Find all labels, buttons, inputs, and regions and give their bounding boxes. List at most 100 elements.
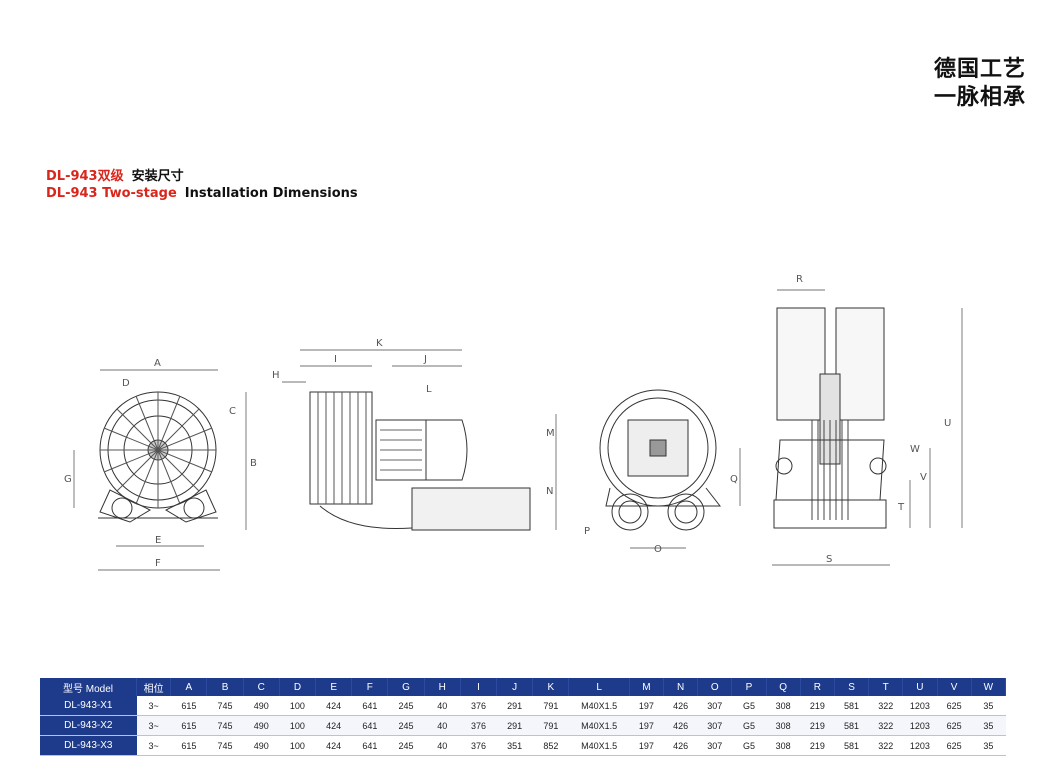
table-cell: 100 xyxy=(279,696,316,716)
column-header: S xyxy=(834,678,870,696)
table-cell: 625 xyxy=(937,735,972,756)
table-cell: 426 xyxy=(663,696,698,716)
dim-label-J: J xyxy=(423,354,427,365)
column-header: R xyxy=(800,678,835,696)
table-cell: 307 xyxy=(697,696,732,716)
table-cell: 615 xyxy=(170,735,207,756)
table-cell: 426 xyxy=(663,735,698,756)
dim-label-S: S xyxy=(826,554,832,565)
column-header: A xyxy=(170,678,208,696)
table-cell: 745 xyxy=(206,715,244,736)
heading-model-cn: DL-943双级 xyxy=(46,169,124,184)
table-cell: 625 xyxy=(937,715,972,736)
heading-title-en: Installation Dimensions xyxy=(184,186,358,201)
table-cell: 490 xyxy=(243,735,280,756)
table-cell: 1203 xyxy=(902,696,937,716)
table-cell: 490 xyxy=(243,715,280,736)
table-cell: M40X1.5 xyxy=(568,696,630,716)
model-cell: DL-943-X3 xyxy=(40,735,137,756)
slogan: 德国工艺 一脉相承 xyxy=(934,56,1026,112)
rear-view xyxy=(599,389,722,531)
dim-label-K: K xyxy=(376,338,383,349)
dim-label-V: V xyxy=(920,472,927,483)
column-header: F xyxy=(351,678,389,696)
table-cell: 307 xyxy=(697,715,732,736)
table-cell: 308 xyxy=(766,715,801,736)
dim-label-W: W xyxy=(910,444,920,455)
column-header: H xyxy=(424,678,461,696)
installation-drawing: A D C B G E F K I J H L M N Q P O R W U … xyxy=(64,274,963,571)
table-cell: 581 xyxy=(834,696,869,716)
dim-label-O: O xyxy=(654,544,662,555)
table-cell: 641 xyxy=(351,696,388,716)
table-cell: 376 xyxy=(460,735,497,756)
column-header: K xyxy=(532,678,570,696)
column-header: P xyxy=(731,678,767,696)
column-header: B xyxy=(206,678,244,696)
table-cell: 351 xyxy=(496,735,533,756)
table-cell: M40X1.5 xyxy=(568,735,630,756)
table-cell: 615 xyxy=(170,696,207,716)
table-cell: 40 xyxy=(424,696,461,716)
table-cell: 197 xyxy=(629,696,664,716)
column-header: 型号 Model xyxy=(40,678,138,696)
dimension-labels: A D C B G E F K I J H L M N Q P O R W U … xyxy=(64,274,951,569)
table-cell: 1203 xyxy=(902,715,937,736)
table-cell: 291 xyxy=(496,715,533,736)
dim-label-A: A xyxy=(154,358,161,369)
heading-english: DL-943 Two-stage Installation Dimensions xyxy=(46,186,358,201)
dim-label-I: I xyxy=(334,354,337,365)
table-cell: 35 xyxy=(971,735,1006,756)
heading-model-en: DL-943 Two-stage xyxy=(46,186,177,201)
dimension-lines xyxy=(73,289,963,571)
table-cell: 308 xyxy=(766,735,801,756)
table-cell: 641 xyxy=(351,715,388,736)
table-cell: 100 xyxy=(279,735,316,756)
end-view xyxy=(773,307,887,529)
dim-label-C: C xyxy=(229,406,236,417)
table-cell: 424 xyxy=(315,715,352,736)
table-cell: 376 xyxy=(460,715,497,736)
column-header: L xyxy=(568,678,630,696)
table-cell: 745 xyxy=(206,735,244,756)
column-header: G xyxy=(387,678,425,696)
dim-label-D: D xyxy=(122,378,130,389)
table-cell: 581 xyxy=(834,715,869,736)
table-cell: 197 xyxy=(629,735,664,756)
column-header: T xyxy=(868,678,904,696)
table-cell: 376 xyxy=(460,696,497,716)
table-cell: G5 xyxy=(731,735,767,756)
dim-label-T: T xyxy=(897,502,905,513)
column-header: M xyxy=(629,678,665,696)
table-cell: 322 xyxy=(868,696,903,716)
column-header: I xyxy=(460,678,498,696)
column-header: C xyxy=(243,678,280,696)
table-cell: 424 xyxy=(315,696,352,716)
table-cell: 745 xyxy=(206,696,244,716)
table-cell: 308 xyxy=(766,696,801,716)
dim-label-N: N xyxy=(546,486,553,497)
table-cell: 426 xyxy=(663,715,698,736)
table-cell: 291 xyxy=(496,696,533,716)
table-cell: 3~ xyxy=(136,735,171,756)
model-cell: DL-943-X1 xyxy=(40,696,137,716)
table-cell: 219 xyxy=(800,735,835,756)
table-cell: 245 xyxy=(387,715,425,736)
table-cell: 625 xyxy=(937,696,972,716)
table-cell: 490 xyxy=(243,696,280,716)
slogan-line-2: 一脉相承 xyxy=(933,85,1026,110)
column-header: E xyxy=(315,678,353,696)
dim-label-R: R xyxy=(796,274,803,285)
table-cell: 3~ xyxy=(136,715,171,736)
table-cell: 322 xyxy=(868,735,903,756)
dim-label-Q: Q xyxy=(730,474,738,485)
dim-label-M: M xyxy=(546,428,555,439)
dim-label-B: B xyxy=(250,458,257,469)
model-cell: DL-943-X2 xyxy=(40,715,137,736)
table-cell: 424 xyxy=(315,735,352,756)
